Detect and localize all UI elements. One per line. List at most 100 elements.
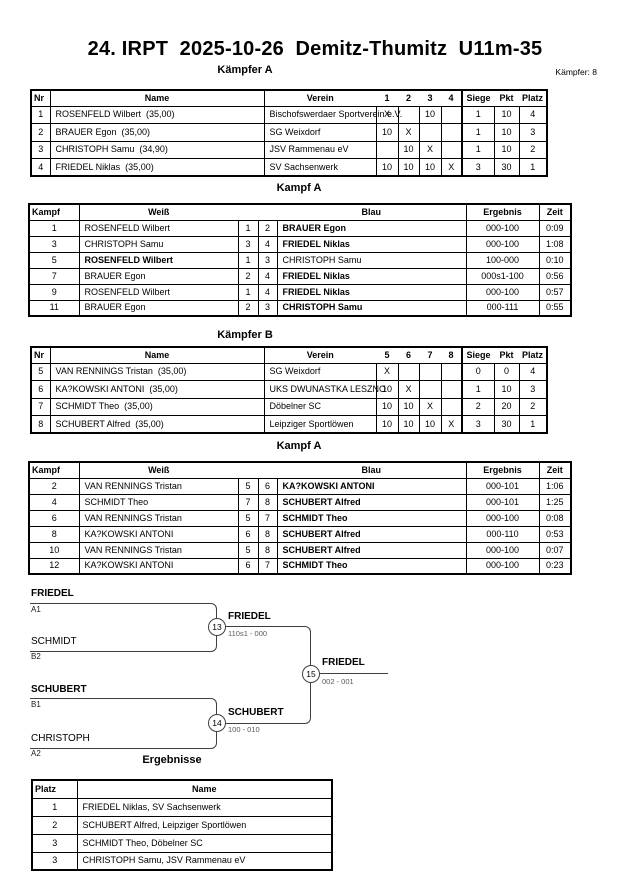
col-header-2: 2 [398,89,419,107]
cell-weiss-nr: 2 [237,267,259,285]
cell-round: 10 [418,415,442,434]
cell-name: KA?KOWSKI ANTONI (35,00) [49,380,265,399]
cell-platz: 3 [31,851,78,871]
table-row: 10 VAN RENNINGS Tristan 5 8 SCHUBERT Alf… [28,541,572,559]
cell-blau-nr: 7 [257,509,278,527]
cell-weiss: KA?KOWSKI ANTONI [78,557,239,575]
cell-ergebnis: 000-101 [465,493,540,511]
cell-kampf-no: 11 [28,299,80,317]
bracket-match-number-13: 13 [208,618,226,636]
col-header-name: Name [49,89,265,107]
table-row: 1 ROSENFELD Wilbert 1 2 BRAUER Egon 000-… [28,219,572,237]
cell-verein: SG Weixdorf [263,362,377,381]
col-header-zeit: Zeit [538,203,572,221]
col-header-verein: Verein [263,346,376,364]
bracket-score-final: 002 - 001 [322,677,354,686]
bracket-winner-semi2: SCHUBERT [228,707,284,718]
cell-siege: 1 [461,380,495,399]
table-row: 11 BRAUER Egon 2 3 CHRISTOPH Samu 000-11… [28,299,572,317]
cell-round: X [440,415,463,434]
cell-platz: 4 [518,105,548,124]
cell-ergebnis: 000-110 [465,525,540,543]
cell-weiss-nr: 1 [237,251,259,269]
cell-round [375,140,399,159]
table-row: 7 BRAUER Egon 2 4 FRIEDEL Niklas 000s1-1… [28,267,572,285]
col-header-1: 1 [376,89,398,107]
col-header-name: Name [76,779,333,799]
cell-weiss-nr: 5 [237,477,259,495]
cell-result-name: FRIEDEL Niklas, SV Sachsenwerk [76,797,333,817]
table-row: 6 KA?KOWSKI ANTONI (35,00) UKS DWUNASTKA… [30,380,548,399]
cell-round [440,123,463,142]
col-header-blau: Blau [277,203,467,221]
cell-ergebnis: 000-100 [465,509,540,527]
cell-kampf-no: 1 [28,219,80,237]
cell-ergebnis: 000-111 [465,299,540,317]
cell-blau: CHRISTOPH Samu [276,251,467,269]
cell-weiss: VAN RENNINGS Tristan [78,509,239,527]
cell-round [418,123,442,142]
cell-blau-nr: 8 [257,541,278,559]
table-row: 2 VAN RENNINGS Tristan 5 6 KA?KOWSKI ANT… [28,477,572,495]
cell-zeit: 0:53 [538,525,572,543]
col-header-platz: Platz [31,779,78,799]
cell-result-name: CHRISTOPH Samu, JSV Rammenau eV [76,851,333,871]
cell-name: SCHMIDT Theo (35,00) [49,397,265,416]
bracket-score-semi1: 110s1 - 000 [228,629,268,638]
col-header-blau: Blau [277,461,467,479]
cell-blau: SCHUBERT Alfred [276,493,467,511]
col-header-bn [258,461,277,479]
cell-siege: 1 [461,140,495,159]
col-header-nr: Nr [30,89,51,107]
cell-platz: 2 [518,140,548,159]
cell-round [418,380,442,399]
cell-zeit: 0:10 [538,251,572,269]
cell-blau-nr: 8 [257,493,278,511]
cell-pkt: 30 [493,158,520,177]
cell-blau-nr: 3 [257,251,278,269]
cell-pkt: 10 [493,123,520,142]
cell-kampf-no: 6 [28,509,80,527]
cell-round: 10 [375,415,399,434]
bracket-entrant-semi2-bottom: CHRISTOPH [31,733,90,744]
cell-platz: 3 [518,123,548,142]
cell-weiss-nr: 3 [237,235,259,253]
bracket-score-semi2: 100 - 010 [228,725,260,734]
cell-pkt: 10 [493,105,520,124]
cell-siege: 1 [461,123,495,142]
cell-siege: 2 [461,397,495,416]
cell-nr: 2 [30,123,51,142]
bracket-entrant-semi1-top: FRIEDEL [31,588,74,599]
cell-verein: Bischofswerdaer Sportverein e.V. [263,105,402,124]
cell-blau: FRIEDEL Niklas [276,267,467,285]
cell-nr: 6 [30,380,51,399]
cell-round: 10 [418,158,442,177]
cell-pkt: 10 [493,140,520,159]
bracket-seed-b1: B1 [31,700,41,709]
match-a-header-row: Kampf Weiß Blau Ergebnis Zeit [28,203,572,221]
table-row: 2 BRAUER Egon (35,00) SG Weixdorf 10 X 1… [30,123,548,142]
cell-blau: SCHUBERT Alfred [276,525,467,543]
col-header-siege: Siege [461,346,494,364]
cell-nr: 3 [30,140,51,159]
cell-name: VAN RENNINGS Tristan (35,00) [49,362,265,381]
pool-b-header-row: Nr Name Verein 5 6 7 8 Siege Pkt Platz [30,346,548,364]
cell-platz: 4 [518,362,548,381]
cell-weiss-nr: 5 [237,509,259,527]
col-header-verein: Verein [263,89,376,107]
table-row: 6 VAN RENNINGS Tristan 5 7 SCHMIDT Theo … [28,509,572,527]
cell-zeit: 0:56 [538,267,572,285]
col-header-3: 3 [419,89,441,107]
bracket-entrant-semi1-bottom: SCHMIDT [31,636,77,647]
cell-kampf-no: 2 [28,477,80,495]
cell-zeit: 1:06 [538,477,572,495]
pool-a-table: Nr Name Verein 1 2 3 4 Siege Pkt Platz 1… [30,89,548,177]
col-header-ergebnis: Ergebnis [465,203,540,221]
col-header-wn [238,461,258,479]
cell-round: 10 [375,158,399,177]
cell-blau-nr: 3 [257,299,278,317]
cell-round: X [418,397,442,416]
cell-platz: 3 [31,833,78,853]
cell-name: CHRISTOPH Samu (34,90) [49,140,265,159]
cell-blau: KA?KOWSKI ANTONI [276,477,467,495]
